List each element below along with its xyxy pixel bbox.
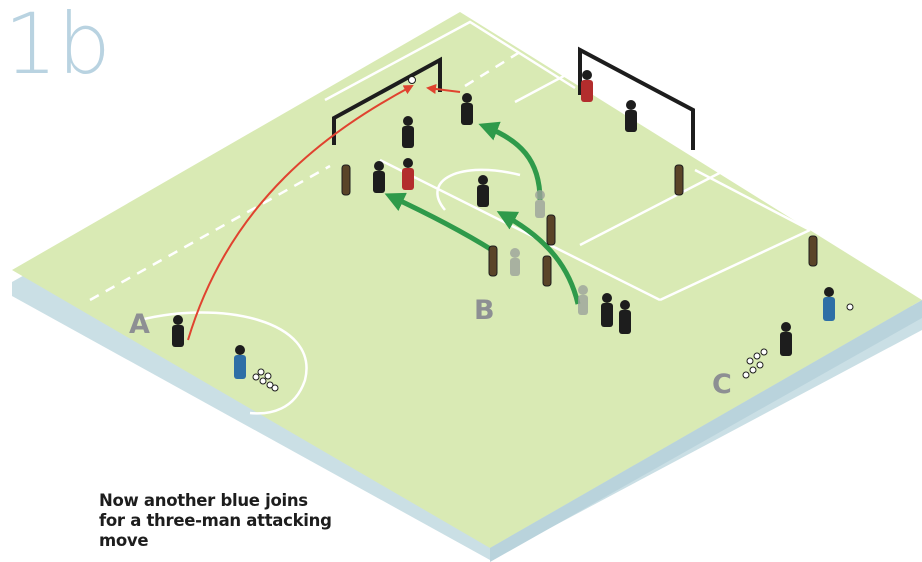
pass-arrow-short: [426, 84, 461, 94]
ball: [756, 361, 764, 369]
mannequin: [488, 245, 498, 277]
diagram-number: 1b: [4, 0, 111, 93]
center-circle-arc: [436, 168, 521, 211]
mannequin: [546, 214, 556, 246]
ghost-player: [578, 285, 588, 295]
run-arrow-top: [478, 121, 543, 201]
right-lower-line: [659, 228, 811, 302]
ball: [266, 381, 274, 389]
mannequin: [542, 255, 552, 287]
ball: [257, 368, 265, 376]
ball: [259, 377, 267, 385]
ball: [760, 348, 768, 356]
player-b-2: [619, 300, 631, 334]
ball: [271, 384, 279, 392]
ghost-players: [510, 190, 588, 315]
right-penalty-box: [514, 68, 738, 247]
ghost-player: [535, 200, 545, 218]
player-red-bib: [402, 158, 414, 190]
zone-a-circle: [139, 311, 308, 415]
caption: Now another blue joins for a three-man a…: [99, 491, 389, 551]
goal-right: [578, 46, 695, 150]
zone-label-a: A: [129, 309, 150, 340]
ball: [846, 303, 854, 311]
balls: [252, 76, 854, 392]
player-runner-center: [477, 175, 489, 207]
ball: [746, 357, 754, 365]
player-gk-right: [581, 70, 593, 102]
zone-label-c: C: [712, 369, 732, 400]
caption-line: move: [99, 531, 149, 550]
ball: [753, 352, 761, 360]
ghost-player: [578, 295, 588, 315]
player-b-1: [601, 293, 613, 327]
mannequin: [341, 164, 351, 196]
player-right-goal: [625, 100, 637, 132]
mannequins: [341, 164, 818, 287]
ghost-player: [535, 190, 545, 200]
ghost-player: [510, 248, 520, 258]
pitch-markings: [89, 20, 811, 415]
ghost-player: [510, 258, 520, 276]
caption-line: for a three-man attacking: [99, 511, 332, 530]
player-c-blue: [823, 287, 835, 321]
left-penalty-box: [324, 20, 576, 102]
run-arrow-left: [384, 192, 494, 253]
pass-arrow-long: [187, 85, 414, 341]
player-goalkeeper-left: [402, 116, 414, 148]
ball: [252, 373, 260, 381]
caption-line: Now another blue joins: [99, 491, 308, 510]
player-runner-left: [373, 161, 385, 193]
player-a-blue: [234, 345, 246, 379]
ball: [749, 366, 757, 374]
zone-label-b: B: [474, 295, 495, 326]
dashed-touchline: [89, 164, 331, 302]
ball: [408, 76, 416, 84]
player-a-passer: [172, 315, 184, 347]
center-line: [379, 158, 661, 302]
mannequin: [674, 164, 684, 196]
run-arrow-right: [496, 211, 581, 305]
goal-left: [332, 56, 442, 145]
ball: [742, 371, 750, 379]
player-striker: [461, 93, 473, 125]
ball: [264, 372, 272, 380]
mannequin: [808, 235, 818, 267]
pitch-right-edge: [490, 300, 922, 562]
right-box-line: [694, 168, 811, 232]
player-c-1: [780, 322, 792, 356]
players: [172, 70, 835, 379]
pitch-surface: [12, 12, 922, 548]
